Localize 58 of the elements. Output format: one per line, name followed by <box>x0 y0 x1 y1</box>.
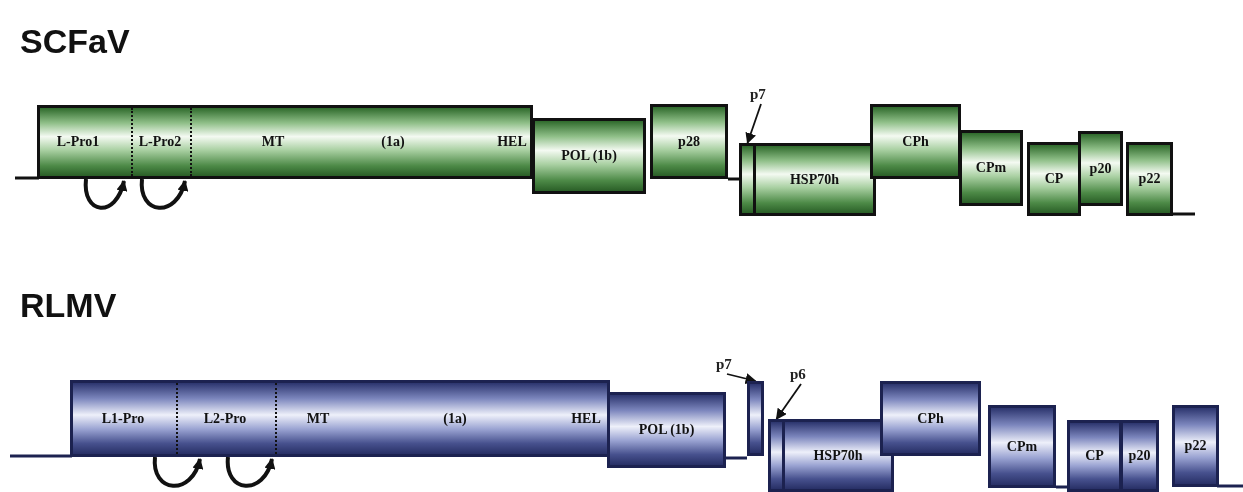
orf-box <box>782 419 894 492</box>
orf-box <box>1078 131 1123 206</box>
orf-box <box>1067 420 1122 492</box>
domain-label: L2-Pro <box>203 410 247 427</box>
polyprotein-box <box>37 105 533 179</box>
genome-line <box>1056 485 1067 489</box>
polyprotein-box <box>70 380 610 457</box>
domain-label: MT <box>306 410 330 427</box>
orf-box <box>870 104 961 179</box>
orf-box <box>650 104 728 179</box>
virus-name: SCFaV <box>20 22 130 61</box>
orf-box <box>959 130 1023 206</box>
protein-label: p7 <box>750 86 766 103</box>
orf-label: CPm <box>1006 438 1038 455</box>
arrow <box>775 383 802 420</box>
orf-box <box>880 381 981 456</box>
orf-label: CP <box>1085 448 1104 464</box>
cleavage-arrow <box>83 178 127 210</box>
domain-label: MT <box>261 134 285 150</box>
orf-label: HSP70h <box>790 171 839 188</box>
protein-label: p7 <box>716 356 732 373</box>
orf-label: p22 <box>1184 438 1207 454</box>
orf-box <box>1172 405 1219 487</box>
domain-label: L1-Pro <box>101 410 145 427</box>
orf-box <box>1027 142 1081 216</box>
orf-label: CP <box>1044 171 1064 187</box>
orf-bar <box>747 381 764 456</box>
orf-box <box>532 118 646 194</box>
cleavage-arrow <box>139 178 188 210</box>
orf-label: p22 <box>1138 171 1161 187</box>
cleavage-arrow <box>152 456 203 488</box>
domain-label: L-Pro2 <box>138 134 182 150</box>
domain-label: L-Pro1 <box>56 134 100 150</box>
orf-box <box>1120 420 1159 492</box>
protein-label: p6 <box>790 366 806 383</box>
orf-label: POL (1b) <box>561 148 617 164</box>
cleavage-arrow <box>225 456 275 488</box>
genome-line <box>726 456 747 460</box>
orf-label: CPh <box>902 133 929 150</box>
orf-label: CPh <box>917 410 944 427</box>
orf-box <box>607 392 726 468</box>
virus-name: RLMV <box>20 286 117 325</box>
domain-label: HEL <box>497 134 527 150</box>
domain-label: HEL <box>571 410 601 427</box>
domain-label: (1a) <box>381 134 405 150</box>
arrow <box>726 373 757 384</box>
genome-line <box>728 177 739 181</box>
orf-label: POL (1b) <box>638 422 695 438</box>
orf-label: p28 <box>678 133 700 150</box>
orf-label: HSP70h <box>813 447 863 464</box>
orf-box <box>988 405 1056 488</box>
arrow <box>745 103 762 145</box>
orf-label: CPm <box>975 160 1007 176</box>
orf-label: p20 <box>1128 448 1151 464</box>
domain-label: (1a) <box>443 410 467 427</box>
orf-label: p20 <box>1089 160 1112 177</box>
orf-box <box>1126 142 1173 216</box>
orf-box <box>753 143 876 216</box>
